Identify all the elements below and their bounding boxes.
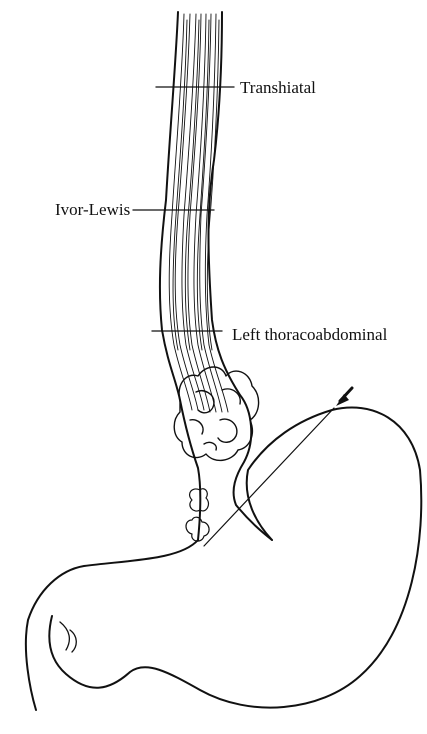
- tumor-mass: [174, 367, 258, 460]
- stomach-outline: [49, 408, 421, 708]
- resection-line: [204, 408, 334, 546]
- left-thoracoabdominal-label: Left thoracoabdominal: [232, 326, 387, 343]
- transhiatal-label: Transhiatal: [240, 79, 316, 96]
- pylorus: [60, 622, 76, 652]
- lymph-nodes: [186, 489, 209, 541]
- arrow-icon: [336, 388, 352, 406]
- ivor-lewis-label: Ivor-Lewis: [55, 201, 130, 218]
